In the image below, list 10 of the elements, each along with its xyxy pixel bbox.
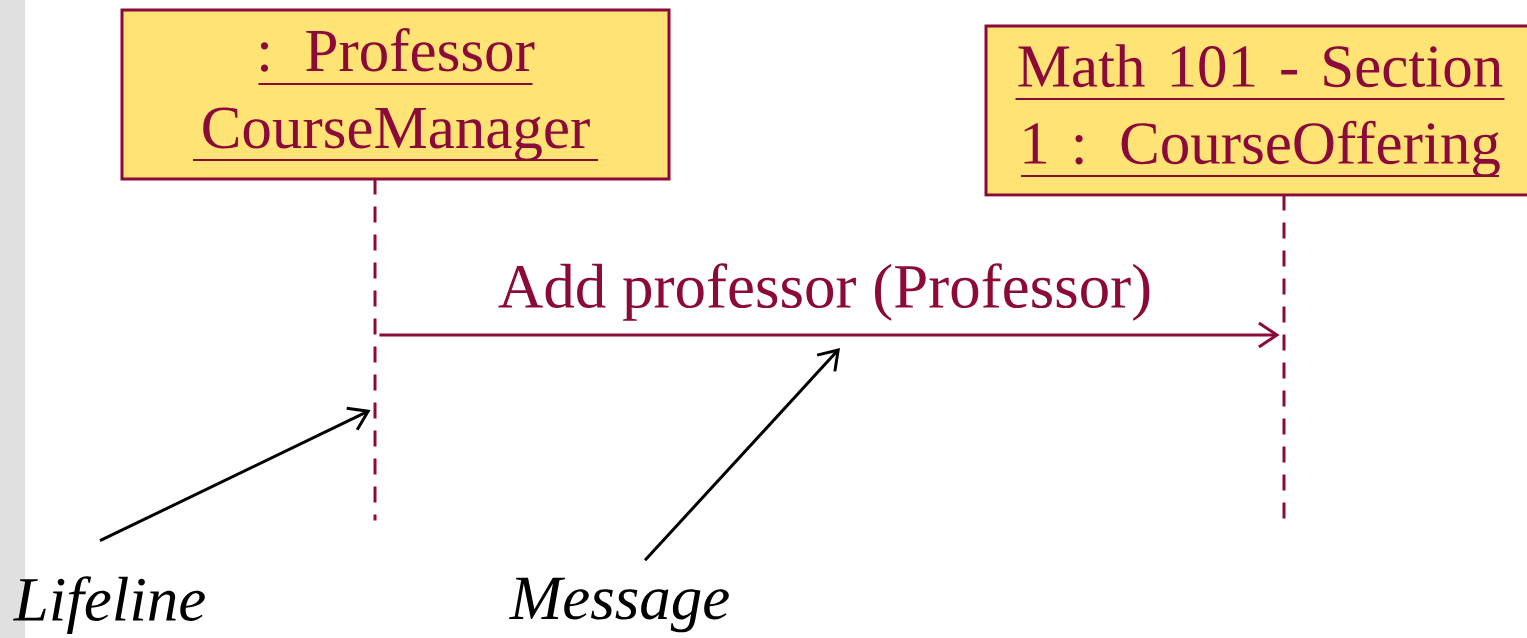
leader-arrow [99, 406, 371, 543]
message-arrow [379, 321, 1280, 349]
dashed-lifeline [373, 178, 377, 521]
edge-label: Add professor (Professor) [495, 261, 1155, 323]
annotation-text: Lifeline [13, 576, 205, 634]
leader-arrow [643, 348, 840, 562]
object-box: : Professor CourseManager [120, 8, 671, 181]
annotation-text: Message [509, 577, 729, 633]
object-box: Math 101 - Section 1 : CourseOffering [984, 24, 1527, 197]
dashed-lifeline [1282, 194, 1286, 521]
